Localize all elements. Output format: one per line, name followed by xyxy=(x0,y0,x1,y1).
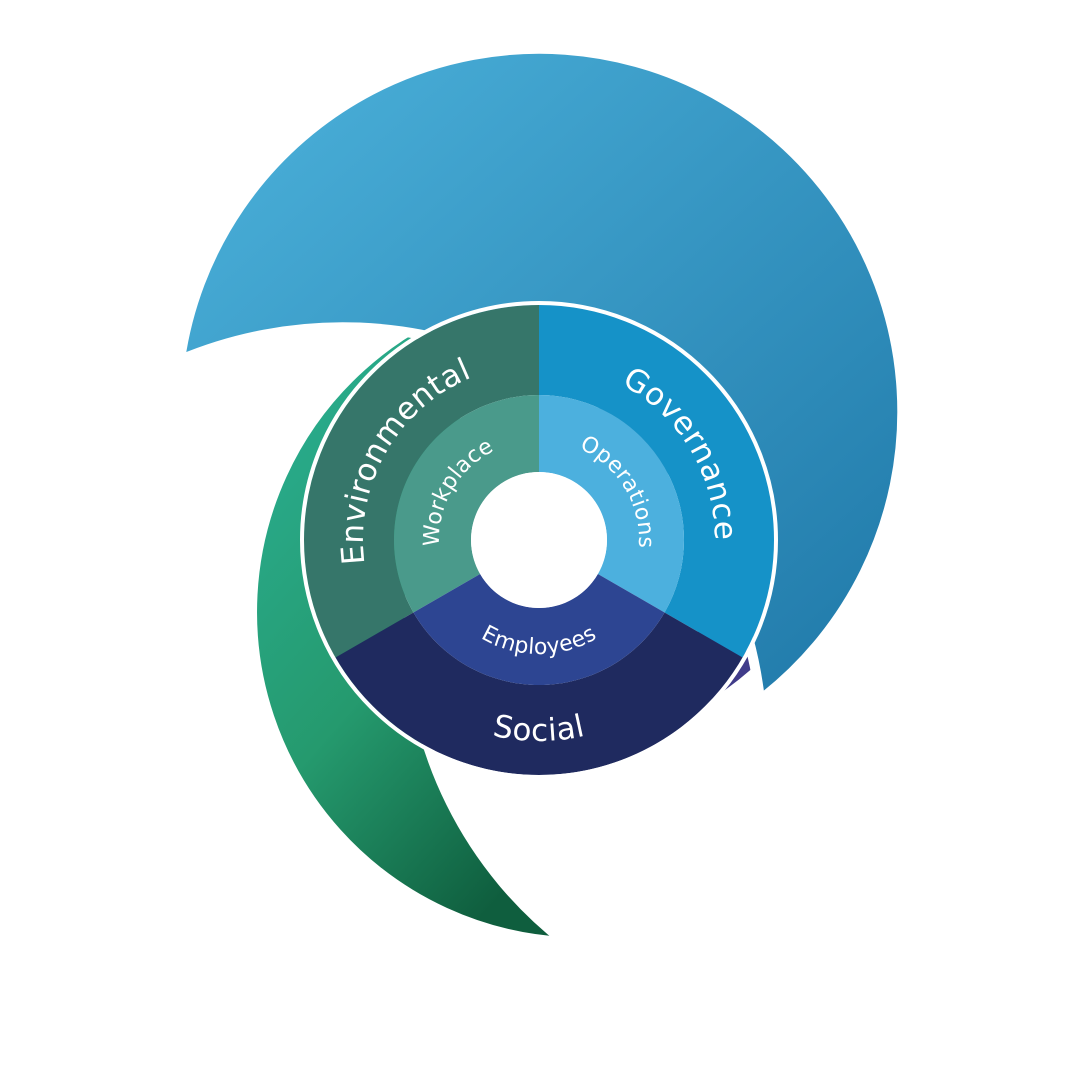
esg-donut xyxy=(304,305,775,775)
sector-operations xyxy=(539,395,684,613)
sector-governance xyxy=(539,305,775,658)
sector-employees xyxy=(413,574,665,685)
center-hole xyxy=(471,472,607,608)
label-social: Social xyxy=(490,708,587,749)
sector-social xyxy=(335,612,743,775)
sector-environmental xyxy=(304,305,539,658)
donut-outline xyxy=(300,301,778,779)
sector-workplace xyxy=(394,394,539,613)
